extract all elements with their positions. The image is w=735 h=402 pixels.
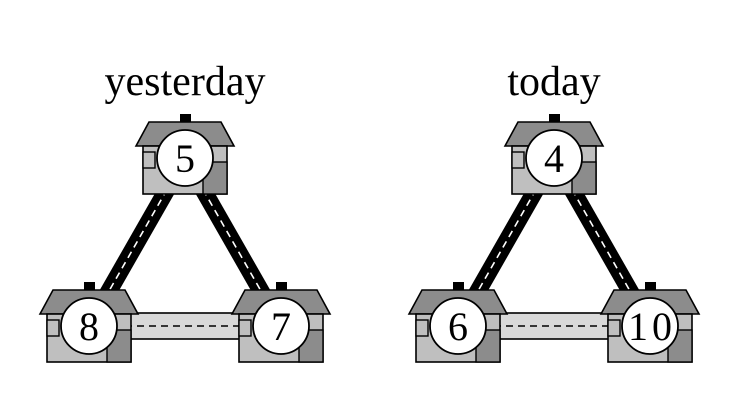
house-number: 6	[448, 304, 468, 349]
panel-title: today	[507, 59, 600, 105]
house-0-1: 8	[38, 282, 140, 363]
number-circle	[525, 129, 583, 187]
house-window	[46, 319, 60, 337]
house-number: 7	[271, 304, 291, 349]
number-circle	[621, 297, 679, 355]
number-circle	[156, 129, 214, 187]
house-number: 8	[79, 304, 99, 349]
house-1-2: 10	[599, 282, 701, 363]
house-1-1: 6	[407, 282, 509, 363]
number-circle	[252, 297, 310, 355]
house-0-0: 5	[134, 114, 236, 195]
number-circle	[429, 297, 487, 355]
number-circle	[60, 297, 118, 355]
house-1-0: 4	[503, 114, 605, 195]
house-number: 4	[544, 136, 564, 181]
house-window	[607, 319, 621, 337]
house-0-2: 7	[230, 282, 332, 363]
panel-title: yesterday	[105, 59, 266, 105]
house-window	[142, 151, 156, 169]
house-window	[511, 151, 525, 169]
panel-today: today 4 6 10	[407, 59, 701, 363]
panel-yesterday: yesterday 5 8 7	[38, 59, 332, 363]
house-window	[415, 319, 429, 337]
house-window	[238, 319, 252, 337]
house-number: 5	[175, 136, 195, 181]
